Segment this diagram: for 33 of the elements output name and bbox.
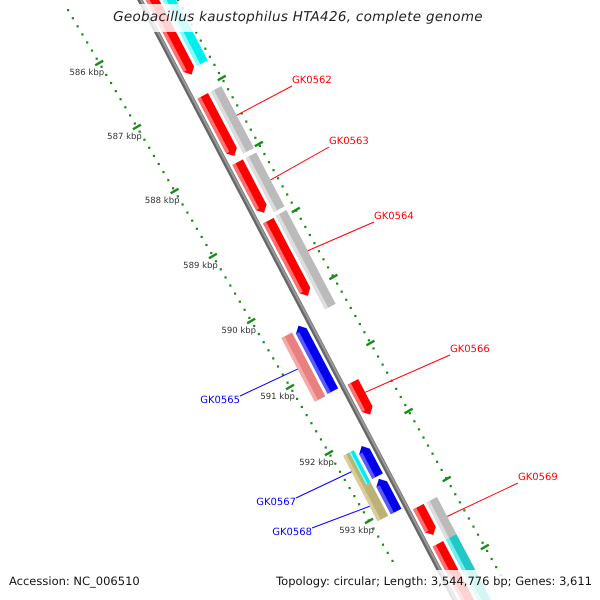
scale-label: 588 kbp <box>144 196 180 206</box>
leader-line <box>312 506 370 528</box>
leader-line <box>270 146 330 180</box>
gene-label: GK0564 <box>374 210 414 224</box>
scale-label: 592 kbp <box>299 458 334 468</box>
gene-label: GK0569 <box>518 471 558 485</box>
gene-label: GK0562 <box>292 74 332 88</box>
genome-info-label: Topology: circular; Length: 3,544,776 bp; Genes: 3,611 <box>276 574 592 588</box>
gene-feature <box>426 496 456 540</box>
scale-label: 590 kbp <box>221 326 256 336</box>
gene-feature <box>281 332 326 402</box>
gene-label: GK0566 <box>450 343 490 357</box>
leader-line <box>446 482 518 517</box>
gene-feature <box>210 86 254 154</box>
scale-label: 589 kbp <box>183 260 218 272</box>
gene-feature <box>348 379 373 415</box>
leader-line <box>307 222 374 252</box>
gene-label: GK0568 <box>272 526 312 540</box>
gene-feature <box>276 210 336 310</box>
leader-line <box>364 354 450 393</box>
gene-label: GK0567 <box>256 496 296 510</box>
accession-label: Accession: NC_006510 <box>9 574 140 588</box>
scale-label: 586 kbp <box>69 68 104 78</box>
gene-label: GK0565 <box>200 394 240 408</box>
scale-label: 587 kbp <box>107 132 142 142</box>
gene-label: GK0563 <box>329 135 369 149</box>
scale-label: 591 kbp <box>260 392 295 402</box>
title: Geobacillus kaustophilus HTA426, complete genome <box>113 10 483 24</box>
gene-feature <box>246 152 284 212</box>
leader-line <box>296 471 352 498</box>
leader-line <box>240 368 298 396</box>
leader-line <box>236 86 292 116</box>
scale-label: 593 kbp <box>339 526 374 536</box>
